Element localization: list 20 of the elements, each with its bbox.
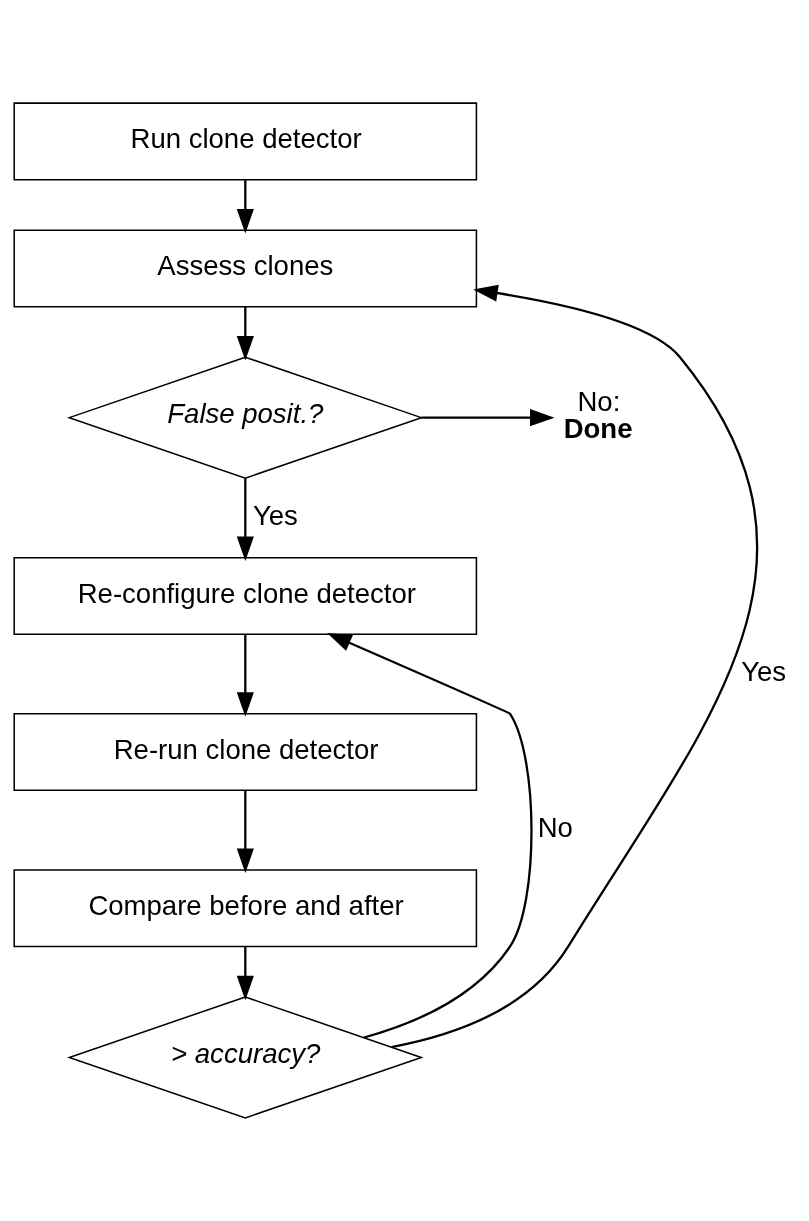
arrow: [236, 946, 254, 1001]
edge-label: Yes: [741, 655, 787, 687]
arrow: [391, 284, 758, 1049]
node-box: Re-run clone detector: [13, 713, 478, 792]
arrow: [236, 180, 254, 234]
edge-label: Yes: [252, 499, 298, 531]
node-box: Run clone detector: [13, 102, 478, 181]
node-box: Re-configure clone detector: [13, 556, 478, 635]
arrow: [236, 306, 254, 361]
arrow: [236, 790, 254, 873]
node-text: No: Done: [563, 385, 633, 445]
arrow: [236, 478, 254, 562]
arrow: [327, 633, 533, 1039]
node-diamond: False posit.?: [66, 356, 424, 479]
node-box: Assess clones: [13, 229, 478, 308]
arrow: [236, 634, 254, 717]
edge-label: No: [537, 811, 573, 843]
node-box: Compare before and after: [13, 869, 478, 948]
arrow: [421, 409, 555, 427]
node-diamond: > accuracy?: [66, 996, 424, 1119]
